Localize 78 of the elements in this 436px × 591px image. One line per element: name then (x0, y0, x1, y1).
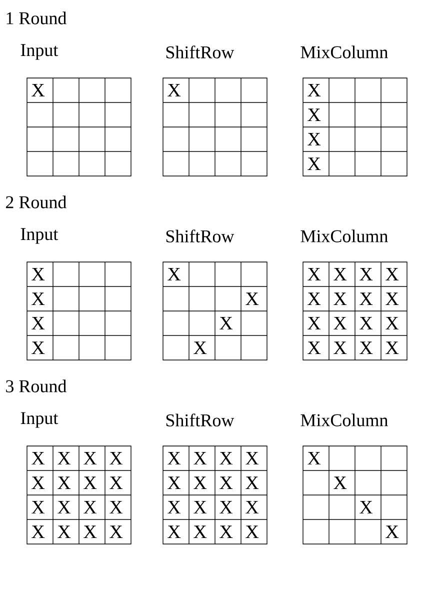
cell-mark: X (84, 526, 97, 538)
cell-mark: X (32, 526, 45, 538)
cell-mark: X (246, 501, 259, 514)
cell-mark: X (110, 452, 123, 464)
cell-mark: X (32, 268, 45, 280)
column-heading: Input (20, 44, 58, 60)
cell-mark: X (220, 316, 233, 330)
cell-mark: X (32, 452, 45, 464)
column-heading: ShiftRow (166, 414, 234, 426)
column-heading: Input (20, 412, 58, 428)
cell-mark: X (220, 452, 233, 464)
cell-mark: X (110, 501, 123, 514)
cell-mark: X (194, 526, 207, 538)
cell-mark: X (168, 501, 181, 514)
cell-mark: X (168, 452, 181, 464)
cell-mark: X (58, 452, 71, 464)
cell-mark: X (334, 292, 347, 306)
column-heading: ShiftRow (166, 230, 234, 242)
cell-mark: X (246, 452, 259, 464)
cell-mark: X (194, 452, 207, 464)
cell-mark: X (110, 526, 123, 538)
cell-mark: X (308, 342, 321, 354)
cell-mark: X (308, 84, 321, 96)
cell-mark: X (32, 292, 45, 306)
cell-mark: X (32, 501, 45, 514)
cell-mark: X (84, 476, 97, 490)
cell-mark: X (308, 158, 321, 170)
cell-mark: X (246, 526, 259, 538)
cell-mark: X (246, 476, 259, 490)
cell-mark: X (308, 292, 321, 306)
cell-mark: X (360, 292, 373, 306)
cell-mark: X (308, 108, 321, 122)
cell-mark: X (32, 342, 45, 354)
cell-mark: X (58, 476, 71, 490)
cell-mark: X (194, 476, 207, 490)
cell-mark: X (58, 526, 71, 538)
cell-mark: X (334, 476, 347, 490)
cell-mark: X (360, 268, 373, 280)
cell-mark: X (334, 316, 347, 330)
cell-mark: X (308, 132, 321, 146)
cell-mark: X (386, 342, 399, 354)
cell-mark: X (360, 316, 373, 330)
cell-mark: X (110, 476, 123, 490)
cell-mark: X (386, 316, 399, 330)
cell-mark: X (168, 268, 181, 280)
cell-mark: X (58, 501, 71, 514)
cell-mark: X (32, 84, 45, 96)
cell-mark: X (168, 526, 181, 538)
column-heading: MixColumn (300, 230, 388, 242)
cell-mark: X (220, 476, 233, 490)
cell-mark: X (334, 268, 347, 280)
cell-mark: X (360, 342, 373, 354)
cell-mark: X (386, 292, 399, 306)
cell-mark: X (32, 316, 45, 330)
cell-mark: X (386, 526, 399, 538)
cell-mark: X (308, 268, 321, 280)
cell-mark: X (194, 342, 207, 354)
column-heading: ShiftRow (166, 46, 234, 58)
column-heading: MixColumn (300, 414, 388, 426)
cell-mark: X (168, 476, 181, 490)
round-heading: 1 Round (6, 12, 66, 24)
cell-mark: X (334, 342, 347, 354)
round-heading: 2 Round (6, 196, 66, 208)
cell-mark: X (220, 526, 233, 538)
cell-mark: X (32, 476, 45, 490)
cell-mark: X (84, 501, 97, 514)
cell-mark: X (360, 501, 373, 514)
cell-mark: X (246, 292, 259, 306)
cell-mark: X (386, 268, 399, 280)
cell-mark: X (84, 452, 97, 464)
cell-mark: X (168, 84, 181, 96)
cell-mark: X (308, 452, 321, 464)
cell-mark: X (308, 316, 321, 330)
cell-mark: X (220, 501, 233, 514)
cell-mark: X (194, 501, 207, 514)
round-heading: 3 Round (6, 380, 66, 392)
column-heading: MixColumn (300, 46, 388, 58)
column-heading: Input (20, 228, 58, 244)
